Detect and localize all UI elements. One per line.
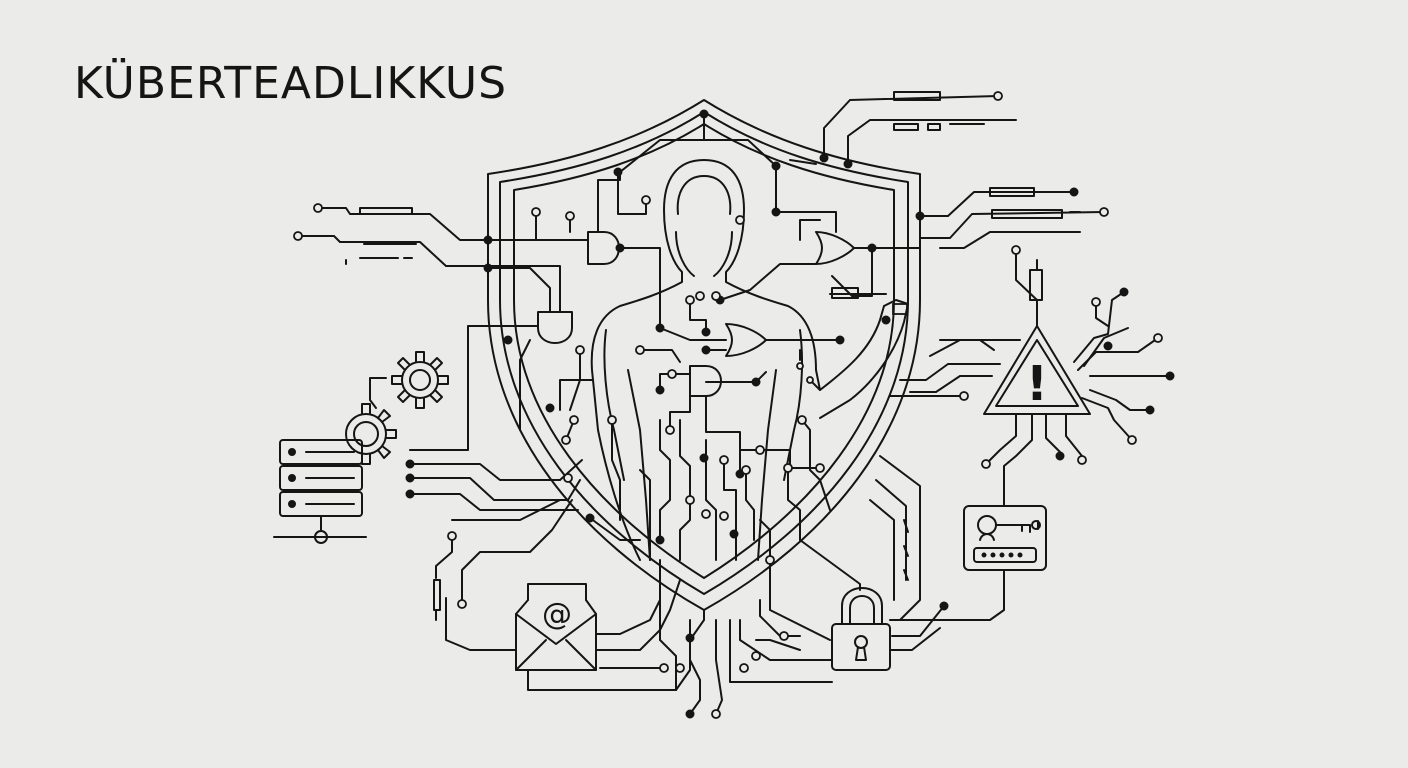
- logic-gate-icon: [537, 231, 855, 397]
- password-field-icon: [973, 547, 1037, 563]
- email-at-symbol: @: [542, 597, 572, 632]
- circuit-traces: [297, 91, 1171, 715]
- server-icon: [273, 439, 367, 544]
- page-title: KÜBERTEADLIKKUS: [74, 58, 508, 109]
- padlock-icon: [831, 587, 891, 671]
- gear-icon: [345, 351, 449, 465]
- warning-symbol: !: [1026, 356, 1048, 412]
- human-figure-icon: [590, 159, 909, 561]
- warning-triangle-icon: !: [983, 325, 1091, 415]
- user-key-card-icon: [963, 505, 1047, 571]
- circuit-nodes-open: [293, 91, 1163, 719]
- circuit-nodes-filled: [405, 109, 1175, 719]
- email-envelope-icon: @: [515, 583, 597, 671]
